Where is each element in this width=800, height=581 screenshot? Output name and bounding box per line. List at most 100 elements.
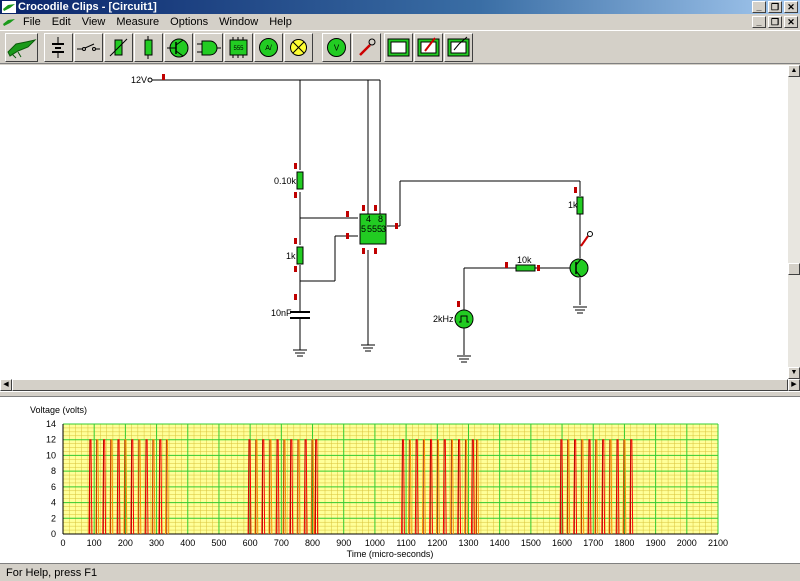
horizontal-scrollbar[interactable]: ◀ ▶ xyxy=(0,379,800,391)
menu-measure[interactable]: Measure xyxy=(116,16,160,28)
graph-probe-icon xyxy=(417,37,440,57)
supply-terminal-marker xyxy=(162,74,165,80)
power-supply-tool[interactable] xyxy=(44,33,73,62)
graph-tool-1[interactable] xyxy=(384,33,413,62)
scroll-down-button[interactable]: ▼ xyxy=(788,367,800,379)
x-tick-label: 1300 xyxy=(458,538,478,548)
svg-text:A/: A/ xyxy=(265,45,272,52)
x-tick-label: 2100 xyxy=(708,538,728,548)
close-button[interactable]: ✕ xyxy=(784,1,798,13)
graph-ylabel: Voltage (volts) xyxy=(30,405,87,415)
voltmeter-tool[interactable]: V xyxy=(322,33,351,62)
signal-generator[interactable] xyxy=(454,301,474,329)
x-tick-label: 1700 xyxy=(583,538,603,548)
switch-tool[interactable] xyxy=(74,33,103,62)
menu-edit[interactable]: Edit xyxy=(51,16,71,28)
y-tick-label: 14 xyxy=(46,419,56,429)
transistor-tool[interactable] xyxy=(164,33,193,62)
x-tick-label: 300 xyxy=(149,538,164,548)
chip-555-tool[interactable]: 555 xyxy=(224,33,253,62)
graph-tool-2[interactable] xyxy=(414,33,443,62)
pin-8-label: 8 xyxy=(378,214,383,224)
pin-5-label: 5 xyxy=(361,224,366,234)
ground-symbol-4 xyxy=(457,355,471,363)
y-tick-label: 8 xyxy=(51,466,56,476)
rc-label: 1k xyxy=(568,200,578,210)
variable-resistor-tool[interactable] xyxy=(104,33,133,62)
resistor-tool[interactable] xyxy=(134,33,163,62)
title-bar: Crocodile Clips - [Circuit1] _ ❐ ✕ xyxy=(0,0,800,14)
y-tick-label: 4 xyxy=(51,498,56,508)
resistor-r1[interactable] xyxy=(294,163,304,198)
menu-help[interactable]: Help xyxy=(269,16,292,28)
probe-tool[interactable] xyxy=(352,33,381,62)
resistor-r2[interactable] xyxy=(294,238,304,272)
resistor-rc[interactable] xyxy=(574,187,584,215)
voltage-probe[interactable] xyxy=(580,235,589,247)
crocodile-logo-icon xyxy=(7,39,37,59)
graph-tool-3[interactable] xyxy=(444,33,473,62)
pane-splitter[interactable] xyxy=(0,391,800,397)
minimize-button[interactable]: _ xyxy=(752,1,766,13)
lamp-tool[interactable] xyxy=(284,33,313,62)
x-tick-label: 1200 xyxy=(427,538,447,548)
svg-text:555: 555 xyxy=(233,46,244,52)
window-title: Crocodile Clips - [Circuit1] xyxy=(18,1,157,13)
scroll-left-button[interactable]: ◀ xyxy=(0,379,12,391)
x-tick-label: 1000 xyxy=(365,538,385,548)
y-tick-label: 2 xyxy=(51,513,56,523)
x-tick-label: 200 xyxy=(118,538,133,548)
scroll-right-button[interactable]: ▶ xyxy=(788,379,800,391)
crocodile-doc-icon[interactable] xyxy=(2,16,16,28)
y-tick-label: 0 xyxy=(51,529,56,539)
supply-label: 12V xyxy=(131,75,147,85)
battery-icon xyxy=(52,37,64,58)
circuit-canvas[interactable]: 12V 0.10k 1k 10nF xyxy=(0,65,788,379)
vertical-scrollbar[interactable]: ▲ ▼ xyxy=(788,65,800,379)
circuit-diagram[interactable]: 12V 0.10k 1k 10nF xyxy=(0,65,788,379)
resistor-rb[interactable] xyxy=(505,262,540,272)
scroll-up-button[interactable]: ▲ xyxy=(788,65,800,77)
graph-wire-icon xyxy=(447,36,470,57)
x-tick-label: 2000 xyxy=(677,538,697,548)
doc-close-button[interactable]: ✕ xyxy=(784,16,798,28)
probe-tip-icon xyxy=(587,231,593,237)
capacitor[interactable] xyxy=(290,294,310,319)
horizontal-scroll-thumb[interactable] xyxy=(12,379,788,391)
x-tick-label: 1900 xyxy=(646,538,666,548)
x-tick-label: 0 xyxy=(60,538,65,548)
x-tick-label: 800 xyxy=(305,538,320,548)
menu-file[interactable]: File xyxy=(23,16,41,28)
probe-icon xyxy=(359,38,376,56)
restore-button[interactable]: ❐ xyxy=(768,1,782,13)
menu-window[interactable]: Window xyxy=(219,16,259,28)
chip-555[interactable] xyxy=(346,205,398,254)
rb-label: 10k xyxy=(517,255,532,265)
chip-icon: 555 xyxy=(229,37,248,58)
menu-bar: File Edit View Measure Options Window He… xyxy=(0,14,800,30)
ground-symbol-3 xyxy=(573,306,587,314)
pulse-trace xyxy=(88,439,634,535)
x-tick-label: 1800 xyxy=(614,538,634,548)
switch-icon xyxy=(77,43,100,51)
x-tick-label: 500 xyxy=(211,538,226,548)
r2-label: 1k xyxy=(286,251,296,261)
transistor[interactable] xyxy=(569,258,589,278)
logic-gate-tool[interactable] xyxy=(194,33,223,62)
logic-gate-icon xyxy=(197,40,221,56)
status-text: For Help, press F1 xyxy=(6,566,98,579)
menu-options[interactable]: Options xyxy=(170,16,209,28)
menu-view[interactable]: View xyxy=(81,16,106,28)
signal-generator-tool[interactable]: A/ xyxy=(254,33,283,62)
x-tick-label: 1500 xyxy=(521,538,541,548)
ground-symbol-1 xyxy=(293,349,307,357)
x-tick-label: 700 xyxy=(274,538,289,548)
doc-restore-button[interactable]: ❐ xyxy=(768,16,782,28)
crocodile-logo-button[interactable] xyxy=(5,33,38,62)
vertical-scroll-thumb[interactable] xyxy=(788,263,800,275)
variable-resistor-icon xyxy=(109,38,128,57)
doc-minimize-button[interactable]: _ xyxy=(752,16,766,28)
pin-4-label: 4 xyxy=(366,214,371,224)
